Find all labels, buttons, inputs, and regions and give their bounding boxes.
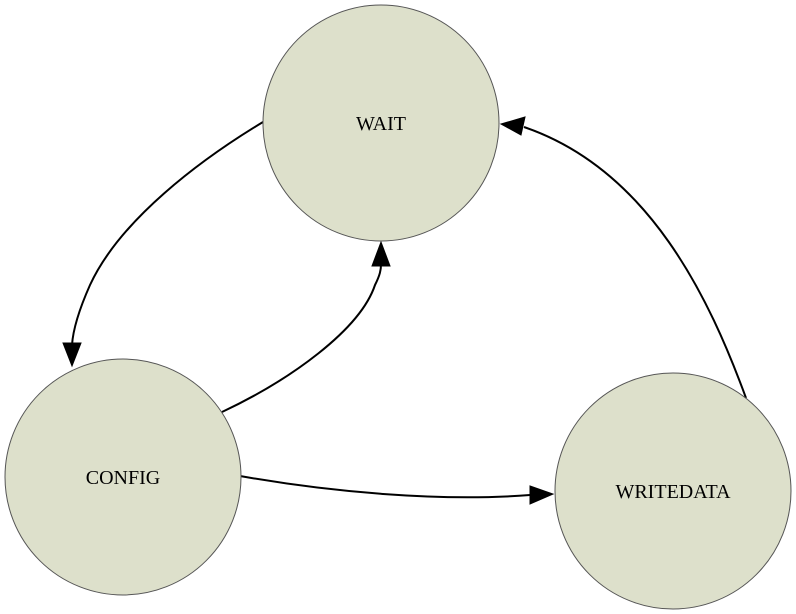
state-circle (262, 4, 500, 242)
state-label-writedata: WRITEDATA (615, 481, 731, 503)
state-circle (4, 358, 242, 596)
state-label-wait: WAIT (356, 113, 406, 135)
edge-line (523, 126, 747, 399)
arrowhead-icon (62, 342, 82, 368)
state-node-config: CONFIG (4, 358, 242, 596)
edge-line (221, 263, 382, 413)
arrowhead-icon (529, 485, 555, 505)
edge-line (239, 475, 531, 499)
edge-config-to-writedata (239, 475, 555, 505)
state-node-writedata: WRITEDATA (554, 372, 792, 610)
edge-line (71, 121, 264, 346)
arrowhead-icon (371, 240, 391, 267)
edge-config-to-wait (221, 240, 391, 413)
edge-writedata-to-wait (499, 116, 747, 399)
state-node-wait: WAIT (262, 4, 500, 242)
state-circle (554, 372, 792, 610)
state-label-config: CONFIG (86, 467, 160, 489)
arrowhead-icon (499, 116, 526, 136)
edge-wait-to-config (62, 121, 264, 368)
